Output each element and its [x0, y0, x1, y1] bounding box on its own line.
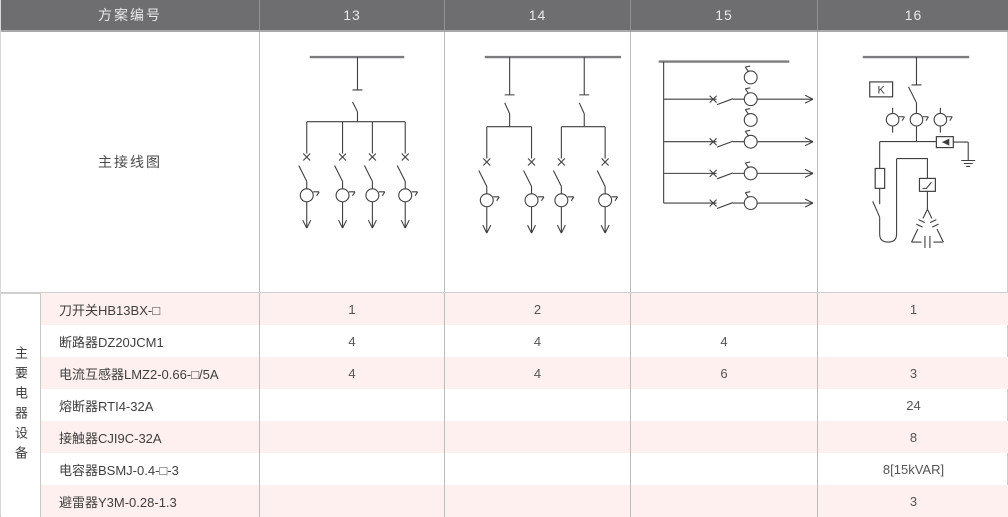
- equipment-name: 电流互感器LMZ2-0.66-□/5A: [41, 357, 259, 389]
- qty-scheme14: [444, 485, 630, 517]
- qty-scheme13: 4: [259, 325, 444, 357]
- scheme-label-text: 方案编号: [98, 7, 162, 23]
- qty-scheme15: [630, 485, 817, 517]
- qty-scheme14: [444, 421, 630, 453]
- qty-scheme15: [630, 293, 817, 325]
- qty-scheme15: [630, 453, 817, 485]
- scheme-14-diagram: [478, 55, 622, 234]
- qty-scheme14: 4: [444, 357, 630, 389]
- qty-scheme16: 3: [817, 357, 1008, 389]
- equipment-name: 刀开关HB13BX-□: [41, 293, 259, 325]
- diagram-row-label: 主接线图: [1, 32, 259, 293]
- qty-scheme15: [630, 421, 817, 453]
- diagram-label-text: 主接线图: [98, 154, 162, 170]
- equipment-name: 断路器DZ20JCM1: [59, 334, 164, 350]
- qty-scheme13: [259, 485, 444, 517]
- equipment-name: 接触器CJI9C-32A: [41, 421, 259, 453]
- scheme-13-diagram: [298, 55, 419, 229]
- header-scheme-13: 13: [259, 0, 444, 32]
- header-scheme-16: 16: [817, 0, 1008, 32]
- equipment-group-cell: 主要电器设备: [1, 293, 41, 517]
- relay-k-label: K: [878, 84, 886, 96]
- header-scheme-14: 14: [444, 0, 630, 32]
- qty-scheme16: 8: [817, 421, 1008, 453]
- scheme-13-diagram-cell: [259, 32, 444, 293]
- qty-scheme16: 8[15kVAR]: [817, 453, 1008, 485]
- qty-scheme16: 3: [817, 485, 1008, 517]
- qty-scheme14: [444, 453, 630, 485]
- header-scheme-label: 方案编号: [1, 0, 259, 32]
- qty-scheme14: 4: [444, 325, 630, 357]
- qty-scheme13: 1: [259, 293, 444, 325]
- header-scheme-15: 15: [630, 0, 817, 32]
- qty-scheme15: 6: [630, 357, 817, 389]
- scheme-15-diagram-cell: [630, 32, 817, 293]
- fuse-symbol: [874, 167, 886, 189]
- scheme-14-diagram-cell: [444, 32, 630, 293]
- equipment-group-label: 主要电器设备: [13, 345, 28, 466]
- qty-scheme14: [444, 389, 630, 421]
- qty-scheme15: 4: [630, 325, 817, 357]
- equipment-name: 电容器BSMJ-0.4-□-3: [59, 462, 179, 478]
- qty-scheme13: [259, 453, 444, 485]
- relay-k-box: [869, 81, 894, 98]
- qty-scheme15: [630, 389, 817, 421]
- qty-scheme16: 1: [817, 293, 1008, 325]
- scheme-16-diagram: K: [862, 55, 976, 249]
- qty-scheme13: [259, 421, 444, 453]
- scheme-16-diagram-cell: K: [817, 32, 1008, 293]
- qty-scheme13: [259, 389, 444, 421]
- equipment-name: 避雷器Y3M-0.28-1.3: [41, 485, 259, 517]
- qty-scheme13: 4: [259, 357, 444, 389]
- qty-scheme14: 2: [444, 293, 630, 325]
- qty-scheme16: 24: [817, 389, 1008, 421]
- contactor-symbol: [918, 177, 936, 192]
- qty-scheme16: [817, 325, 1008, 357]
- equipment-name: 熔断器RTI4-32A: [59, 398, 154, 414]
- scheme-15-diagram: [658, 60, 814, 211]
